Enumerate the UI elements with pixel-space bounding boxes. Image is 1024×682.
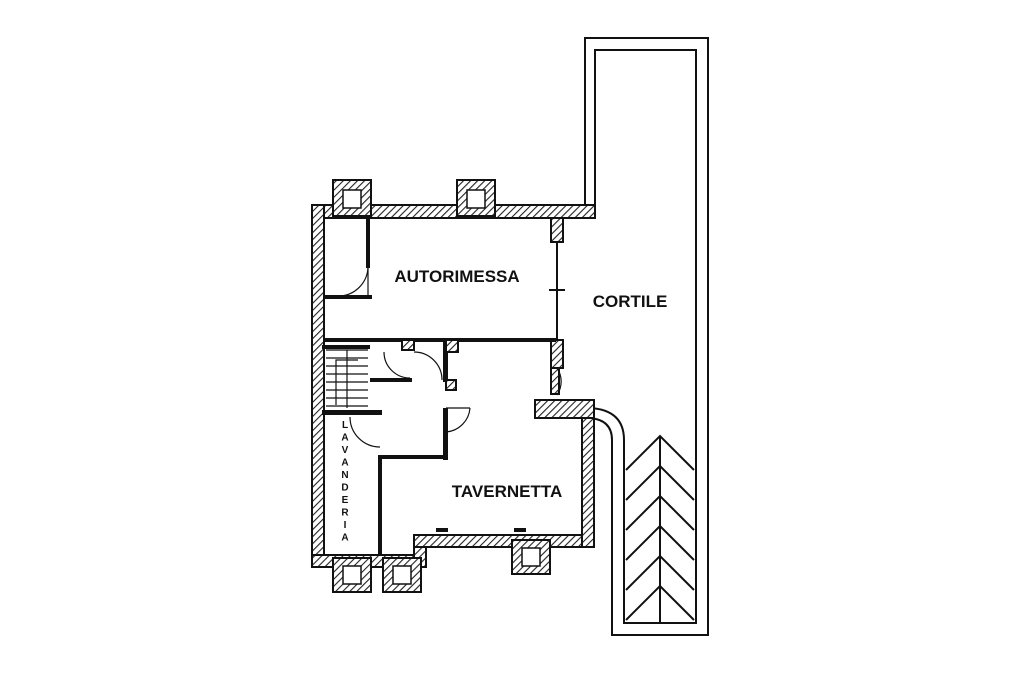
ramp-curve (589, 407, 625, 441)
interior-walls (322, 218, 565, 555)
room-label-autorimessa: AUTORIMESSA (394, 267, 519, 286)
lavanderia-letter: R (341, 508, 349, 519)
room-label-cortile: CORTILE (593, 292, 668, 311)
lavanderia-letter: L (342, 420, 348, 431)
lavanderia-letter: E (342, 495, 349, 506)
ramp-chevrons (625, 434, 695, 623)
door-swings (339, 267, 562, 448)
lavanderia-letter: V (342, 445, 349, 456)
lavanderia-letter: A (341, 433, 348, 444)
lavanderia-letter: D (341, 483, 348, 494)
room-label-tavernetta: TAVERNETTA (452, 482, 563, 501)
lavanderia-letter: A (341, 458, 348, 469)
chimney-boxes (332, 179, 551, 593)
staircase (326, 349, 368, 408)
lavanderia-letter: N (341, 470, 348, 481)
courtyard-outline (584, 37, 709, 636)
lavanderia-letter: I (344, 520, 347, 531)
lavanderia-letter: A (341, 533, 348, 544)
